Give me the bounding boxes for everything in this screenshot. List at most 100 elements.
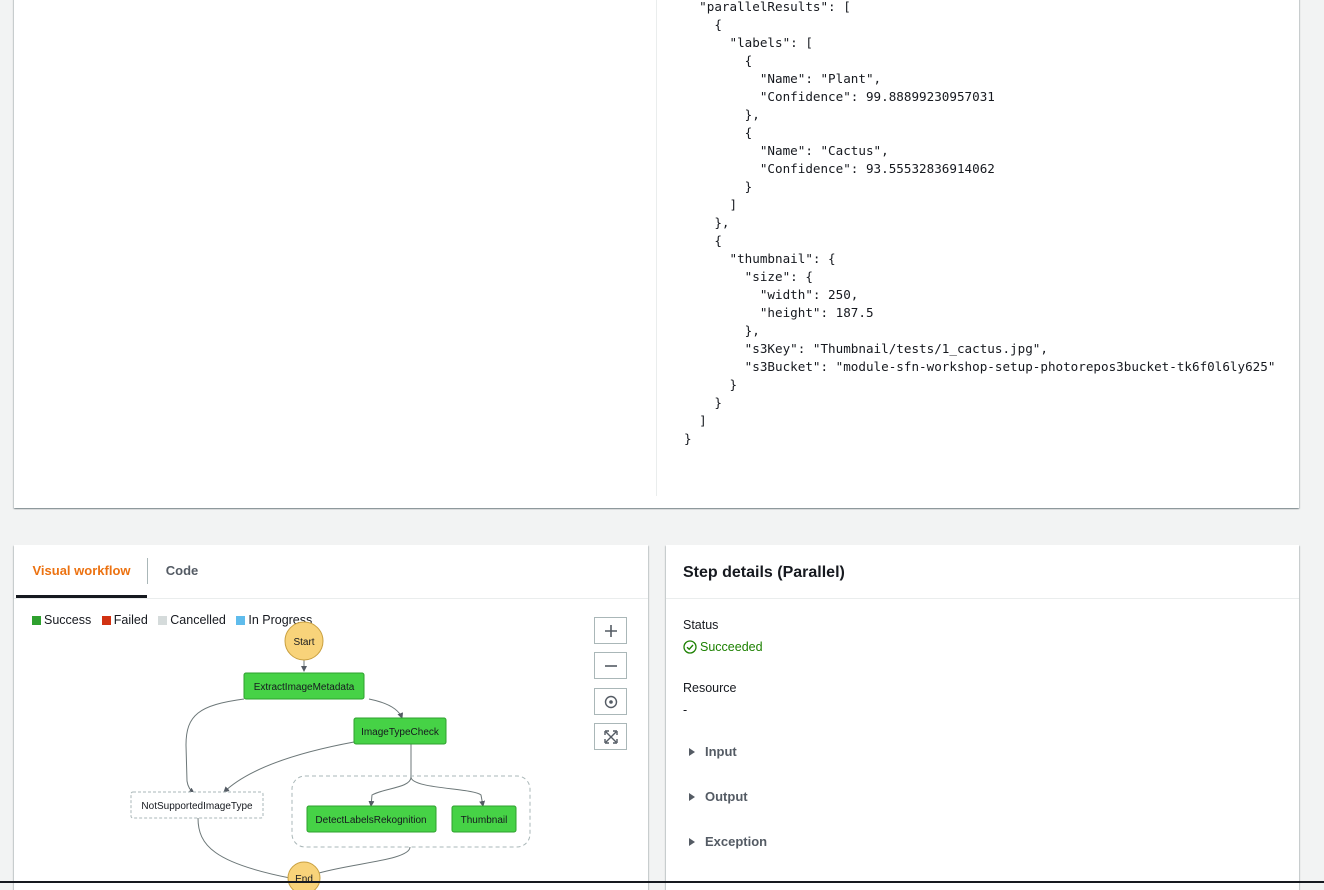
workflow-edges xyxy=(185,660,486,879)
parallel-group-box xyxy=(291,775,531,848)
legend-success-swatch xyxy=(32,615,41,625)
success-check-icon xyxy=(683,640,697,654)
caret-right-icon xyxy=(689,792,695,801)
center-button[interactable] xyxy=(594,688,627,715)
json-line: } xyxy=(684,431,692,446)
edge-extract-typecheck xyxy=(368,698,404,719)
node-end-label: End xyxy=(295,874,313,885)
step-details-panel: Step details (Parallel) Status Succeeded… xyxy=(666,545,1299,890)
node-not-supported-image-type[interactable]: NotSupportedImageType xyxy=(130,791,264,819)
json-line: "Name": "Plant", xyxy=(684,71,882,86)
node-thumbnail[interactable]: Thumbnail xyxy=(451,805,517,833)
input-expander[interactable]: Input xyxy=(689,744,737,759)
node-start-label: Start xyxy=(293,637,314,648)
fit-screen-button[interactable] xyxy=(594,723,627,750)
zoom-out-icon xyxy=(604,664,617,667)
json-line: "Confidence": 93.55532836914062 xyxy=(684,161,995,176)
zoom-in-button[interactable] xyxy=(594,617,627,644)
json-line: { xyxy=(684,125,753,140)
legend-cancelled-label: Cancelled xyxy=(170,613,226,627)
node-typecheck-label: ImageTypeCheck xyxy=(361,727,440,738)
node-extract-label: ExtractImageMetadata xyxy=(254,682,355,693)
resource-value: - xyxy=(683,703,688,717)
json-line: { xyxy=(684,53,753,68)
legend-failed-swatch xyxy=(101,615,111,625)
json-line: "parallelResults": [ xyxy=(684,0,851,14)
status-value: Succeeded xyxy=(683,640,763,654)
json-line: ] xyxy=(684,197,738,212)
window-bottom-edge xyxy=(0,881,1324,883)
json-line: "s3Bucket": "module-sfn-workshop-setup-p… xyxy=(684,359,1276,374)
node-notsupported-label: NotSupportedImageType xyxy=(141,801,253,812)
workflow-graph: Start ExtractImageMetadata ImageTypeChec… xyxy=(130,621,531,890)
zoom-in-icon xyxy=(604,624,617,637)
json-line: "thumbnail": { xyxy=(684,251,836,266)
resource-label: Resource xyxy=(683,681,737,695)
edge-typecheck-notsupported xyxy=(223,741,355,793)
center-icon xyxy=(604,695,617,708)
legend-failed-label: Failed xyxy=(113,613,148,627)
node-extract-shape xyxy=(243,672,365,700)
json-line: }, xyxy=(684,323,760,338)
output-json-viewer: "parallelResults": [ { "labels": [ { "Na… xyxy=(684,0,1275,448)
node-notsupported-shape xyxy=(130,791,264,819)
node-end[interactable]: End xyxy=(287,861,321,890)
panel-divider xyxy=(656,0,657,496)
json-line: { xyxy=(684,233,722,248)
json-line: "s3Key": "Thumbnail/tests/1_cactus.jpg", xyxy=(684,341,1048,356)
json-line: "Confidence": 99.88899230957031 xyxy=(684,89,995,104)
legend-cancelled-swatch xyxy=(158,615,168,625)
json-line: { xyxy=(684,17,722,32)
status-value-text: Succeeded xyxy=(700,640,763,654)
tab-visual-workflow[interactable]: Visual workflow xyxy=(16,545,147,598)
edge-notsupported-end xyxy=(197,817,291,879)
json-line: "height": 187.5 xyxy=(684,305,874,320)
edge-typecheck-thumbnail xyxy=(410,776,486,807)
legend-success-label: Success xyxy=(44,613,92,627)
legend-failed: Failed xyxy=(101,613,148,627)
node-extract-image-metadata[interactable]: ExtractImageMetadata xyxy=(243,672,365,700)
output-expander-label: Output xyxy=(705,789,748,804)
node-detect-labels-rekognition[interactable]: DetectLabelsRekognition xyxy=(306,805,437,833)
node-detect-label: DetectLabelsRekognition xyxy=(315,815,426,826)
header-divider xyxy=(666,598,1299,599)
legend-cancelled: Cancelled xyxy=(158,613,226,627)
caret-right-icon xyxy=(689,747,695,756)
edge-typecheck-detect xyxy=(368,744,412,807)
node-image-type-check[interactable]: ImageTypeCheck xyxy=(353,717,447,745)
fit-screen-icon xyxy=(603,729,618,744)
json-line: } xyxy=(684,377,738,392)
json-line: }, xyxy=(684,215,730,230)
status-label: Status xyxy=(683,618,719,632)
json-line: "labels": [ xyxy=(684,35,813,50)
json-line: ] xyxy=(684,413,707,428)
node-detect-shape xyxy=(306,805,437,833)
status-legend: Success Failed Cancelled In Progress xyxy=(32,613,319,627)
json-line: }, xyxy=(684,107,760,122)
node-typecheck-shape xyxy=(353,717,447,745)
json-line: "width": 250, xyxy=(684,287,859,302)
visual-workflow-panel: Visual workflow Code Success Failed Canc… xyxy=(14,545,648,890)
node-start[interactable]: Start xyxy=(284,621,324,661)
legend-success: Success xyxy=(32,613,91,627)
workflow-tabs: Visual workflow Code xyxy=(14,545,648,599)
execution-output-panel: "parallelResults": [ { "labels": [ { "Na… xyxy=(14,0,1299,508)
edge-extract-notsupported xyxy=(185,698,245,794)
json-line: } xyxy=(684,395,722,410)
json-line: "size": { xyxy=(684,269,813,284)
node-start-shape xyxy=(284,621,324,661)
step-details-title: Step details (Parallel) xyxy=(683,564,845,581)
output-expander[interactable]: Output xyxy=(689,789,748,804)
node-thumbnail-shape xyxy=(451,805,517,833)
tab-code[interactable]: Code xyxy=(165,563,199,578)
legend-in-progress-swatch xyxy=(236,615,246,625)
exception-expander-label: Exception xyxy=(705,834,768,849)
node-thumbnail-label: Thumbnail xyxy=(461,815,508,826)
edge-parallel-end xyxy=(318,846,411,874)
json-line: "Name": "Cactus", xyxy=(684,143,889,158)
tab-separator xyxy=(147,558,148,584)
zoom-out-button[interactable] xyxy=(594,652,627,679)
exception-expander[interactable]: Exception xyxy=(689,834,767,849)
input-expander-label: Input xyxy=(705,744,737,759)
caret-right-icon xyxy=(689,837,695,846)
